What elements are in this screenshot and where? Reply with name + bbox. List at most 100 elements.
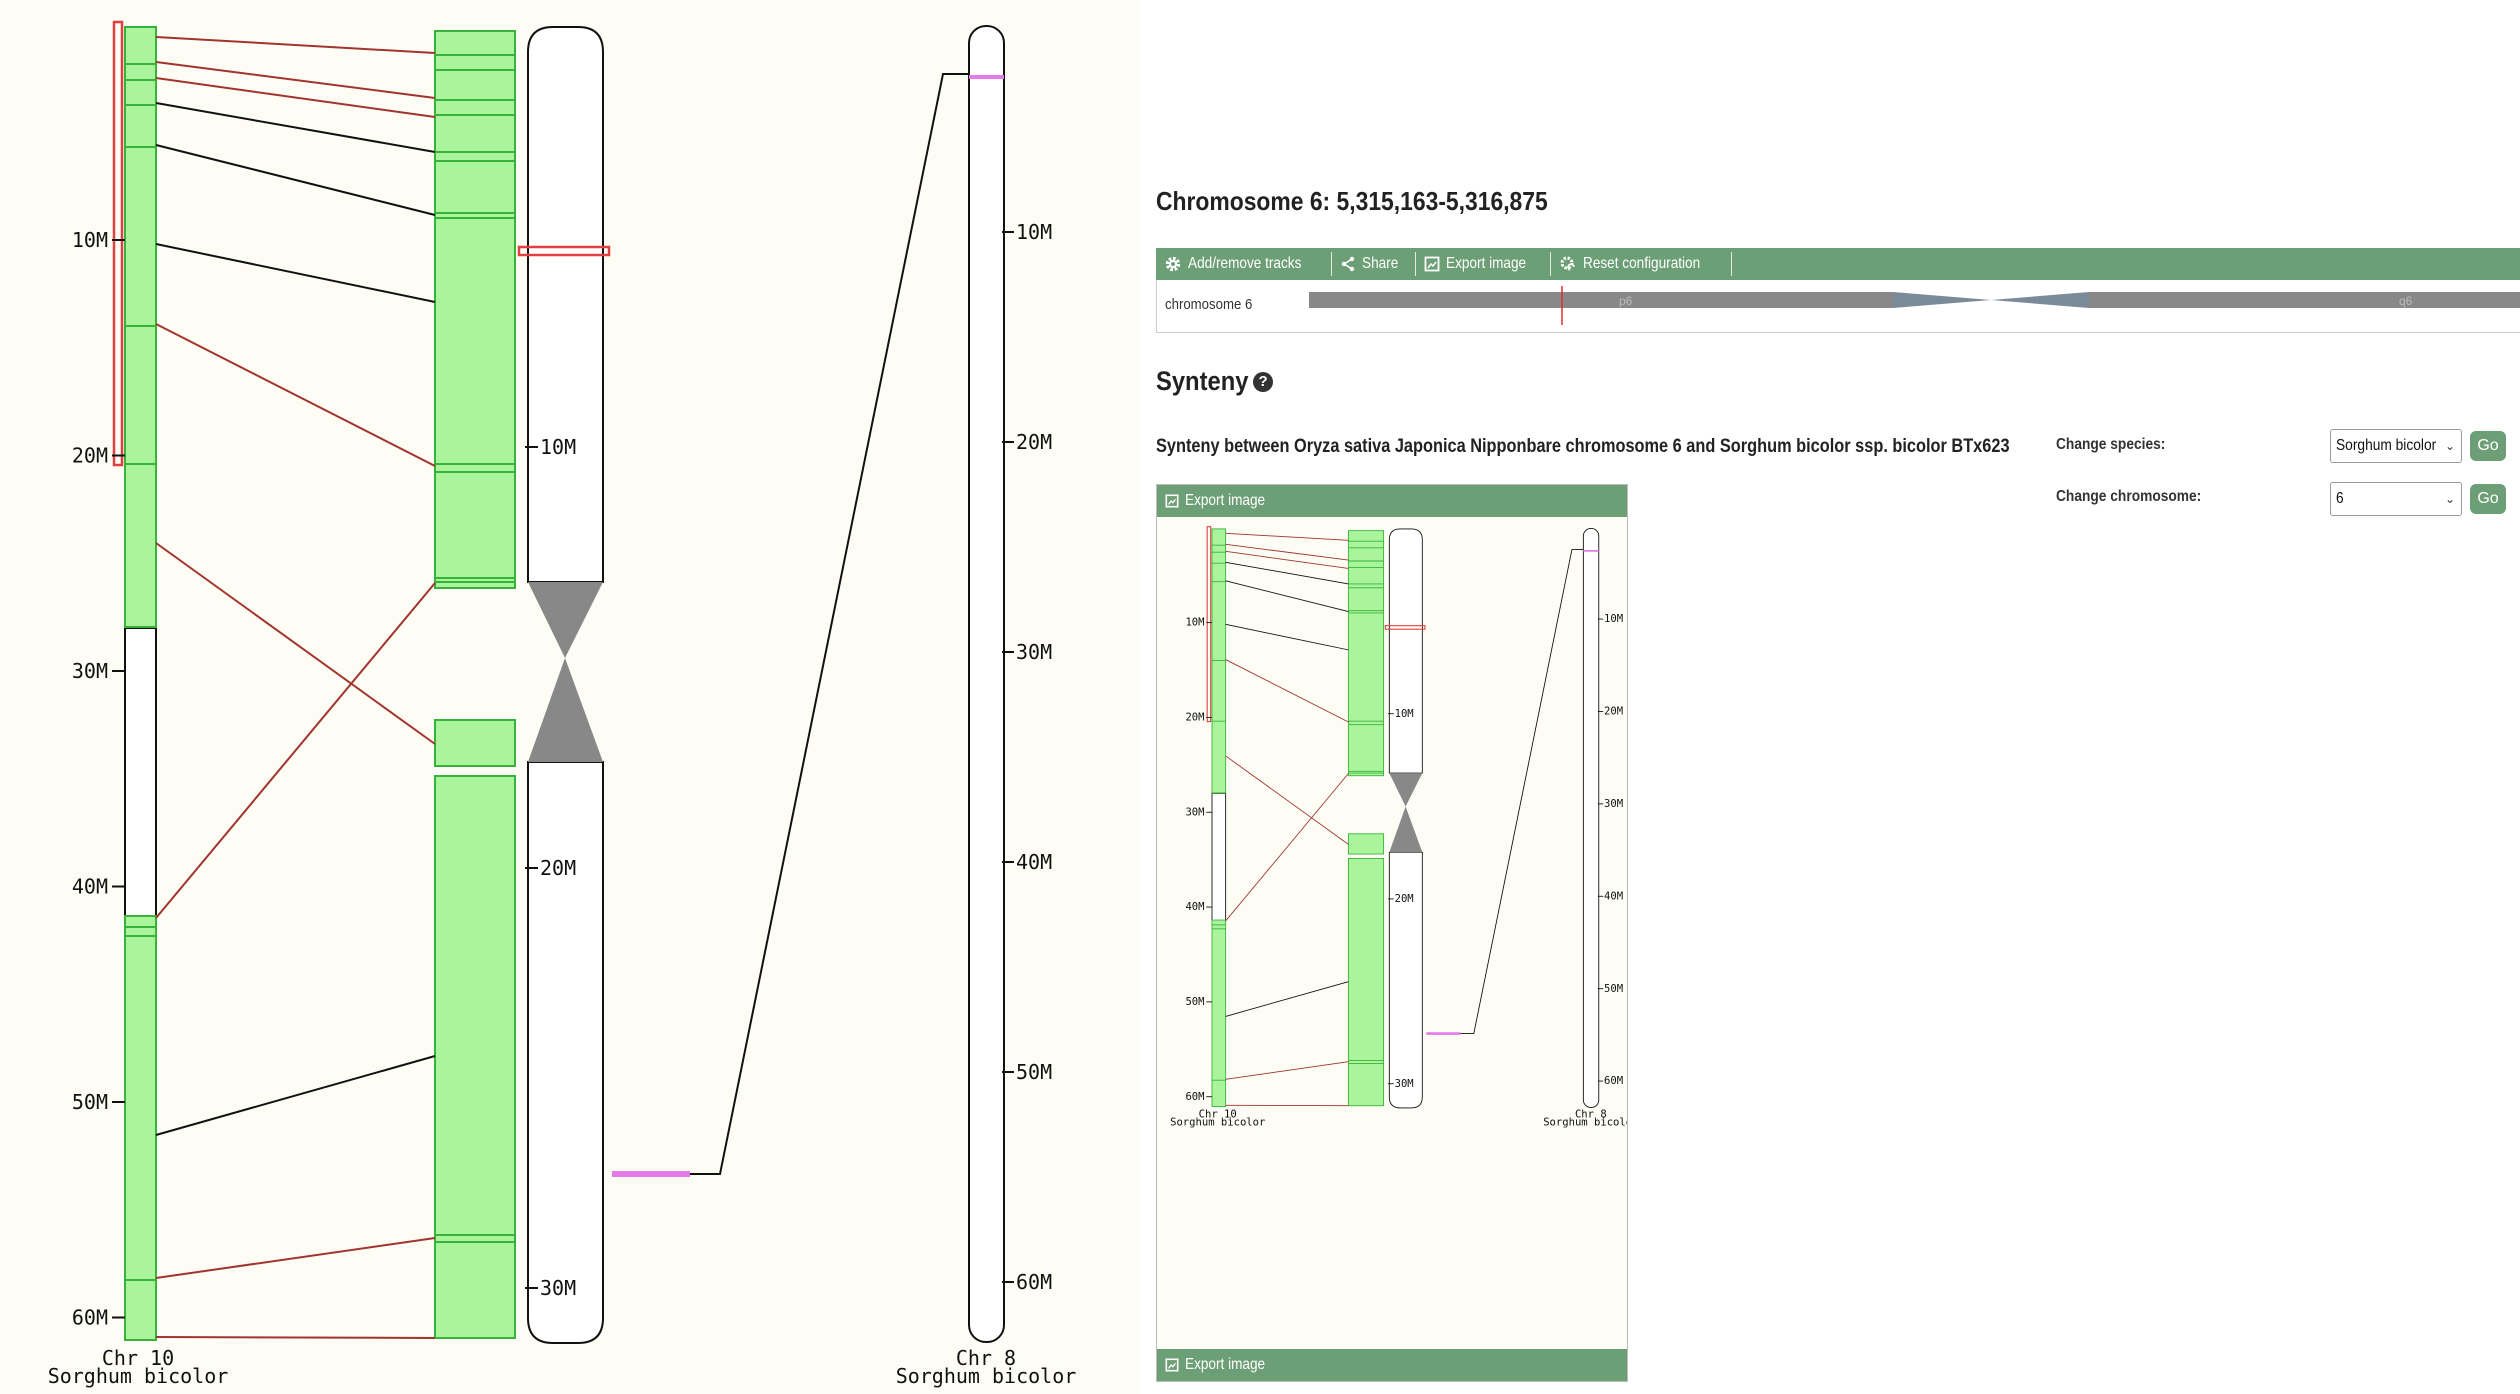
ref-block-0 — [434, 30, 516, 589]
synteny-link-0 — [1225, 532, 1349, 541]
ref-chromosome-q-arm — [1388, 851, 1423, 1109]
synteny-link-7 — [1225, 755, 1349, 845]
species-select[interactable]: Sorghum bicolor ⌄ — [2330, 429, 2462, 463]
export-image-label: Export image — [1446, 255, 1527, 272]
share-label: Share — [1362, 255, 1399, 272]
chromosome-go-button[interactable]: Go — [2470, 484, 2506, 514]
location-title: Chromosome 6: 5,315,163-5,316,875 — [1156, 186, 1548, 216]
synteny-link-5 — [1225, 623, 1349, 651]
left-tick-label-3: 40M — [1185, 901, 1204, 913]
chr8-label: Chr 8 — [1575, 1109, 1607, 1121]
centromere — [1389, 773, 1423, 853]
chevron-down-icon: ⌄ — [2444, 439, 2455, 453]
synteny-heading-text: Synteny — [1156, 366, 1249, 396]
right-tick-label-5: 60M — [1604, 1075, 1623, 1087]
left-tick-label-5: 60M — [72, 1306, 108, 1330]
ref-tick-label-0: 10M — [540, 435, 576, 459]
species-go-button[interactable]: Go — [2470, 431, 2506, 461]
right-tick-label-2: 30M — [1604, 798, 1623, 810]
chevron-down-icon: ⌄ — [2444, 492, 2455, 506]
reset-configuration-label: Reset configuration — [1583, 255, 1701, 272]
species-select-value: Sorghum bicolor — [2336, 437, 2437, 454]
share-button[interactable]: Share — [1332, 252, 1417, 276]
chr8-species-label: Sorghum bicolor — [1543, 1117, 1627, 1129]
right-tick-label-3: 40M — [1604, 890, 1623, 902]
synteny-link-2 — [1225, 550, 1349, 569]
synteny-link-1 — [155, 61, 436, 99]
page-content: Chromosome 6: 5,315,163-5,316,875 Add/re… — [1140, 0, 2520, 1394]
image-toolbar: Add/remove tracks Share Export image Res… — [1156, 248, 2520, 280]
chr10-unmatched-segment — [124, 627, 157, 919]
synteny-link-11 — [155, 1336, 436, 1339]
synteny-link-9 — [1225, 981, 1349, 1017]
export-image-bottom-button[interactable]: Export image — [1157, 1349, 1627, 1381]
change-chromosome-label: Change chromosome: — [2056, 488, 2202, 505]
synteny-link-0 — [155, 36, 436, 54]
left-tick-label-2: 30M — [1185, 806, 1204, 818]
chromosome-ideogram[interactable]: p6 q6 — [1157, 280, 2520, 332]
right-tick-label-4: 50M — [1016, 1060, 1052, 1084]
chr8-label: Chr 8 — [956, 1346, 1016, 1370]
ref-location-marker — [1384, 625, 1426, 630]
add-remove-tracks-button[interactable]: Add/remove tracks — [1156, 252, 1333, 276]
image-icon — [1165, 494, 1179, 508]
chromosome-select-value: 6 — [2336, 490, 2344, 507]
synteny-link-4 — [155, 144, 436, 216]
export-image-bottom-label: Export image — [1185, 1356, 1266, 1373]
synteny-link-4 — [1225, 580, 1349, 613]
synteny-link-2 — [155, 77, 436, 118]
ref-block-2 — [1347, 857, 1385, 1107]
right-tick-label-4: 50M — [1604, 983, 1623, 995]
synteny-link-8 — [155, 582, 436, 919]
centromere — [528, 582, 603, 762]
gear-icon — [1165, 256, 1181, 272]
ideogram-chromosome-label: chromosome 6 — [1165, 296, 1253, 313]
left-tick-label-1: 20M — [1185, 712, 1204, 724]
ref-tick-label-1: 20M — [540, 856, 576, 880]
chr10-label: Chr 10 — [1199, 1109, 1237, 1121]
chromosome-select[interactable]: 6 ⌄ — [2330, 482, 2462, 516]
left-tick-label-4: 50M — [1185, 996, 1204, 1008]
synteny-link-10 — [155, 1237, 436, 1279]
ref-chromosome-p-arm — [1388, 528, 1423, 774]
right-tick-label-0: 10M — [1016, 220, 1052, 244]
left-tick-label-4: 50M — [72, 1090, 108, 1114]
ref-chromosome-p-arm — [527, 26, 604, 583]
reset-gear-icon — [1560, 256, 1576, 271]
synteny-description: Synteny between Oryza sativa Japonica Ni… — [1156, 436, 2010, 457]
chr10-species-label: Sorghum bicolor — [1170, 1117, 1265, 1129]
ref-tick-label-2: 30M — [1395, 1078, 1414, 1090]
ref-block-2 — [434, 775, 516, 1339]
share-icon — [1342, 256, 1355, 272]
highlight-link — [690, 73, 969, 1175]
left-tick-label-0: 10M — [72, 228, 108, 252]
ref-location-marker — [517, 245, 611, 257]
ref-tick-label-1: 20M — [1395, 893, 1414, 905]
reset-configuration-button[interactable]: Reset configuration — [1551, 252, 1733, 276]
chr10-unmatched-segment — [1211, 792, 1227, 922]
right-tick-label-3: 40M — [1016, 850, 1052, 874]
synteny-heading: Synteny ? — [1156, 366, 1274, 397]
synteny-link-6 — [155, 323, 436, 467]
ref-tick-label-2: 30M — [540, 1276, 576, 1300]
right-tick-label-0: 10M — [1604, 613, 1623, 625]
chr10-block-1 — [1211, 919, 1227, 1108]
chr10-block-1 — [124, 915, 157, 1341]
left-tick-label-0: 10M — [1185, 617, 1204, 629]
chr10-range-marker — [112, 20, 124, 467]
right-tick-label-1: 20M — [1016, 430, 1052, 454]
synteny-link-1 — [1225, 543, 1349, 561]
right-tick-label-1: 20M — [1604, 706, 1623, 718]
change-species-label: Change species: — [2056, 436, 2166, 453]
image-icon — [1165, 1358, 1179, 1372]
synteny-link-3 — [1225, 561, 1349, 585]
synteny-link-9 — [155, 1055, 436, 1136]
help-icon[interactable]: ? — [1253, 371, 1274, 392]
export-image-button[interactable]: Export image — [1416, 252, 1552, 276]
synteny-link-6 — [1225, 659, 1349, 723]
export-image-top-button[interactable]: Export image — [1157, 485, 1627, 517]
